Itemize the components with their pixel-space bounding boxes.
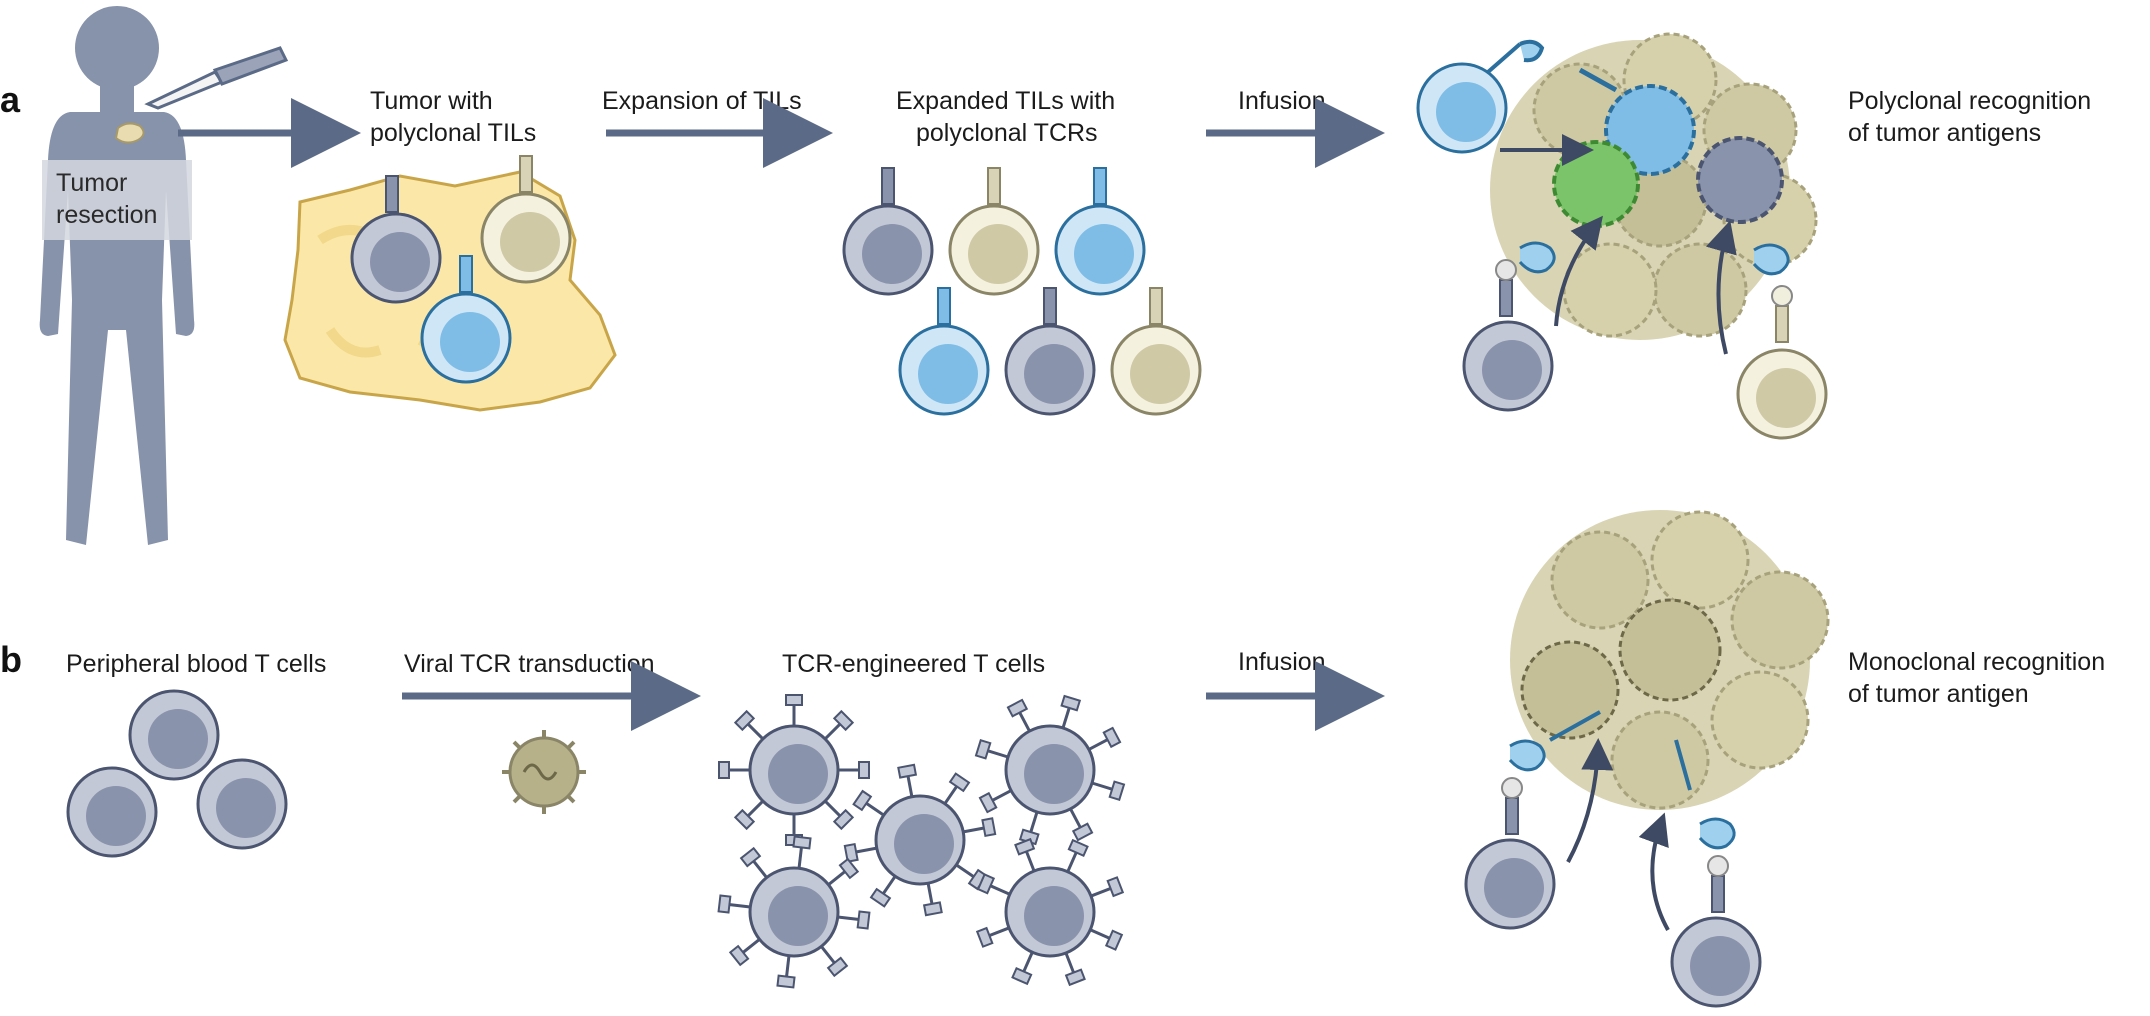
tcr-receptor-head: [858, 761, 870, 779]
tcr-receptor-head: [1067, 838, 1089, 858]
attacking-tcell-gray: [1462, 215, 1603, 412]
tcr-receptor-head: [832, 709, 855, 732]
peripheral-tcell-2: [66, 766, 158, 858]
tcr-receptor-head: [897, 763, 918, 779]
attacking-tcell-b2: [1638, 739, 1762, 1008]
step3-label-line1: Expanded TILs with: [896, 87, 1115, 115]
panel-b-letter: b: [0, 639, 22, 680]
outcome-label-a-line2: of tumor antigens: [1848, 119, 2041, 147]
attacking-tcell-cream: [1705, 220, 1828, 440]
tcr-receptor-head: [838, 857, 860, 880]
step1-label-line1: Tumor with: [370, 87, 493, 115]
attacking-tcell-b1: [1464, 710, 1614, 930]
tcr-receptor-head: [1104, 929, 1124, 951]
step2-label: Expansion of TILs: [602, 87, 802, 115]
step4-label-b: Infusion: [1238, 648, 1326, 676]
tcr-receptor-head: [792, 835, 812, 850]
step4-label-a: Infusion: [1238, 87, 1326, 115]
tcr-receptor-head: [717, 894, 732, 914]
resection-label-line1: Tumor: [56, 169, 127, 197]
peripheral-tcell-1: [128, 689, 220, 781]
tcr-receptor-head: [1071, 822, 1094, 842]
tcr-receptor-head: [733, 808, 756, 831]
scalpel-icon: [144, 46, 289, 110]
step3-label-line2: polyclonal TCRs: [916, 119, 1098, 147]
engineered-tcell-1: [718, 694, 870, 846]
engineered-tcells: [717, 694, 1126, 989]
til-cell-blue: [420, 255, 512, 384]
tcr-receptor-head: [948, 772, 971, 793]
tumor-mass-b: [1510, 510, 1830, 810]
resection-label-line2: resection: [56, 201, 157, 229]
virus-icon: [502, 730, 586, 814]
tcr-receptor-head: [1011, 966, 1033, 986]
engineered-tcell-4: [717, 835, 871, 989]
attacking-tcell-blue: [1416, 39, 1618, 166]
expanded-til-4: [898, 287, 990, 416]
tcr-receptor-head: [728, 944, 750, 967]
tcr-receptor-head: [1060, 694, 1082, 712]
engineered-tcell-2: [974, 694, 1126, 846]
tcr-receptor-head: [869, 887, 892, 908]
tcr-receptor-head: [1064, 968, 1086, 987]
expanded-til-6: [1110, 287, 1202, 416]
expanded-til-3: [1054, 167, 1146, 296]
step3-label-b: TCR-engineered T cells: [782, 650, 1045, 678]
outcome-label-b-line1: Monoclonal recognition: [1848, 648, 2105, 676]
tcr-receptor-head: [976, 873, 996, 895]
step1-label-b: Peripheral blood T cells: [66, 650, 326, 678]
tcr-receptor-head: [843, 842, 859, 863]
step2-label-b: Viral TCR transduction: [404, 650, 655, 678]
tcr-receptor-head: [1014, 837, 1036, 856]
expanded-til-5: [1004, 287, 1096, 416]
expanded-til-1: [842, 167, 934, 296]
tcr-receptor-head: [981, 817, 997, 838]
tcr-receptor-head: [975, 926, 994, 948]
step1-label-line2: polyclonal TILs: [370, 119, 536, 147]
outcome-label-a-line1: Polyclonal recognition: [1848, 87, 2091, 115]
engineered-tcell-3: [843, 763, 997, 917]
tcr-receptor-head: [718, 761, 730, 779]
tcr-receptor-head: [1006, 698, 1029, 718]
outcome-label-b-line2: of tumor antigen: [1848, 680, 2029, 708]
tcr-receptor-head: [852, 789, 873, 812]
tumor-mass-a: [1490, 32, 1818, 340]
tcr-receptor-head: [776, 974, 796, 989]
human-silhouette-icon: [39, 6, 195, 545]
tcr-receptor-head: [739, 846, 762, 868]
tcr-receptor-head: [733, 709, 756, 732]
engineered-tcell-5: [975, 837, 1125, 987]
til-cell-cream: [480, 155, 572, 284]
til-cell-gray: [350, 175, 442, 304]
tcr-receptor-head: [978, 791, 998, 814]
expanded-til-2: [948, 167, 1040, 296]
peripheral-tcell-3: [196, 758, 288, 850]
tcr-receptor-head: [856, 910, 871, 930]
panel-a-letter: a: [0, 79, 21, 120]
tcr-receptor-head: [785, 694, 803, 706]
tcr-receptor-head: [1106, 876, 1125, 898]
tcr-receptor-head: [1108, 780, 1126, 802]
tcr-receptor-head: [1102, 726, 1122, 749]
tcr-receptor-head: [826, 956, 849, 978]
tcr-receptor-head: [974, 738, 992, 760]
tcr-receptor-head: [922, 901, 943, 917]
tcr-receptor-head: [832, 808, 855, 831]
